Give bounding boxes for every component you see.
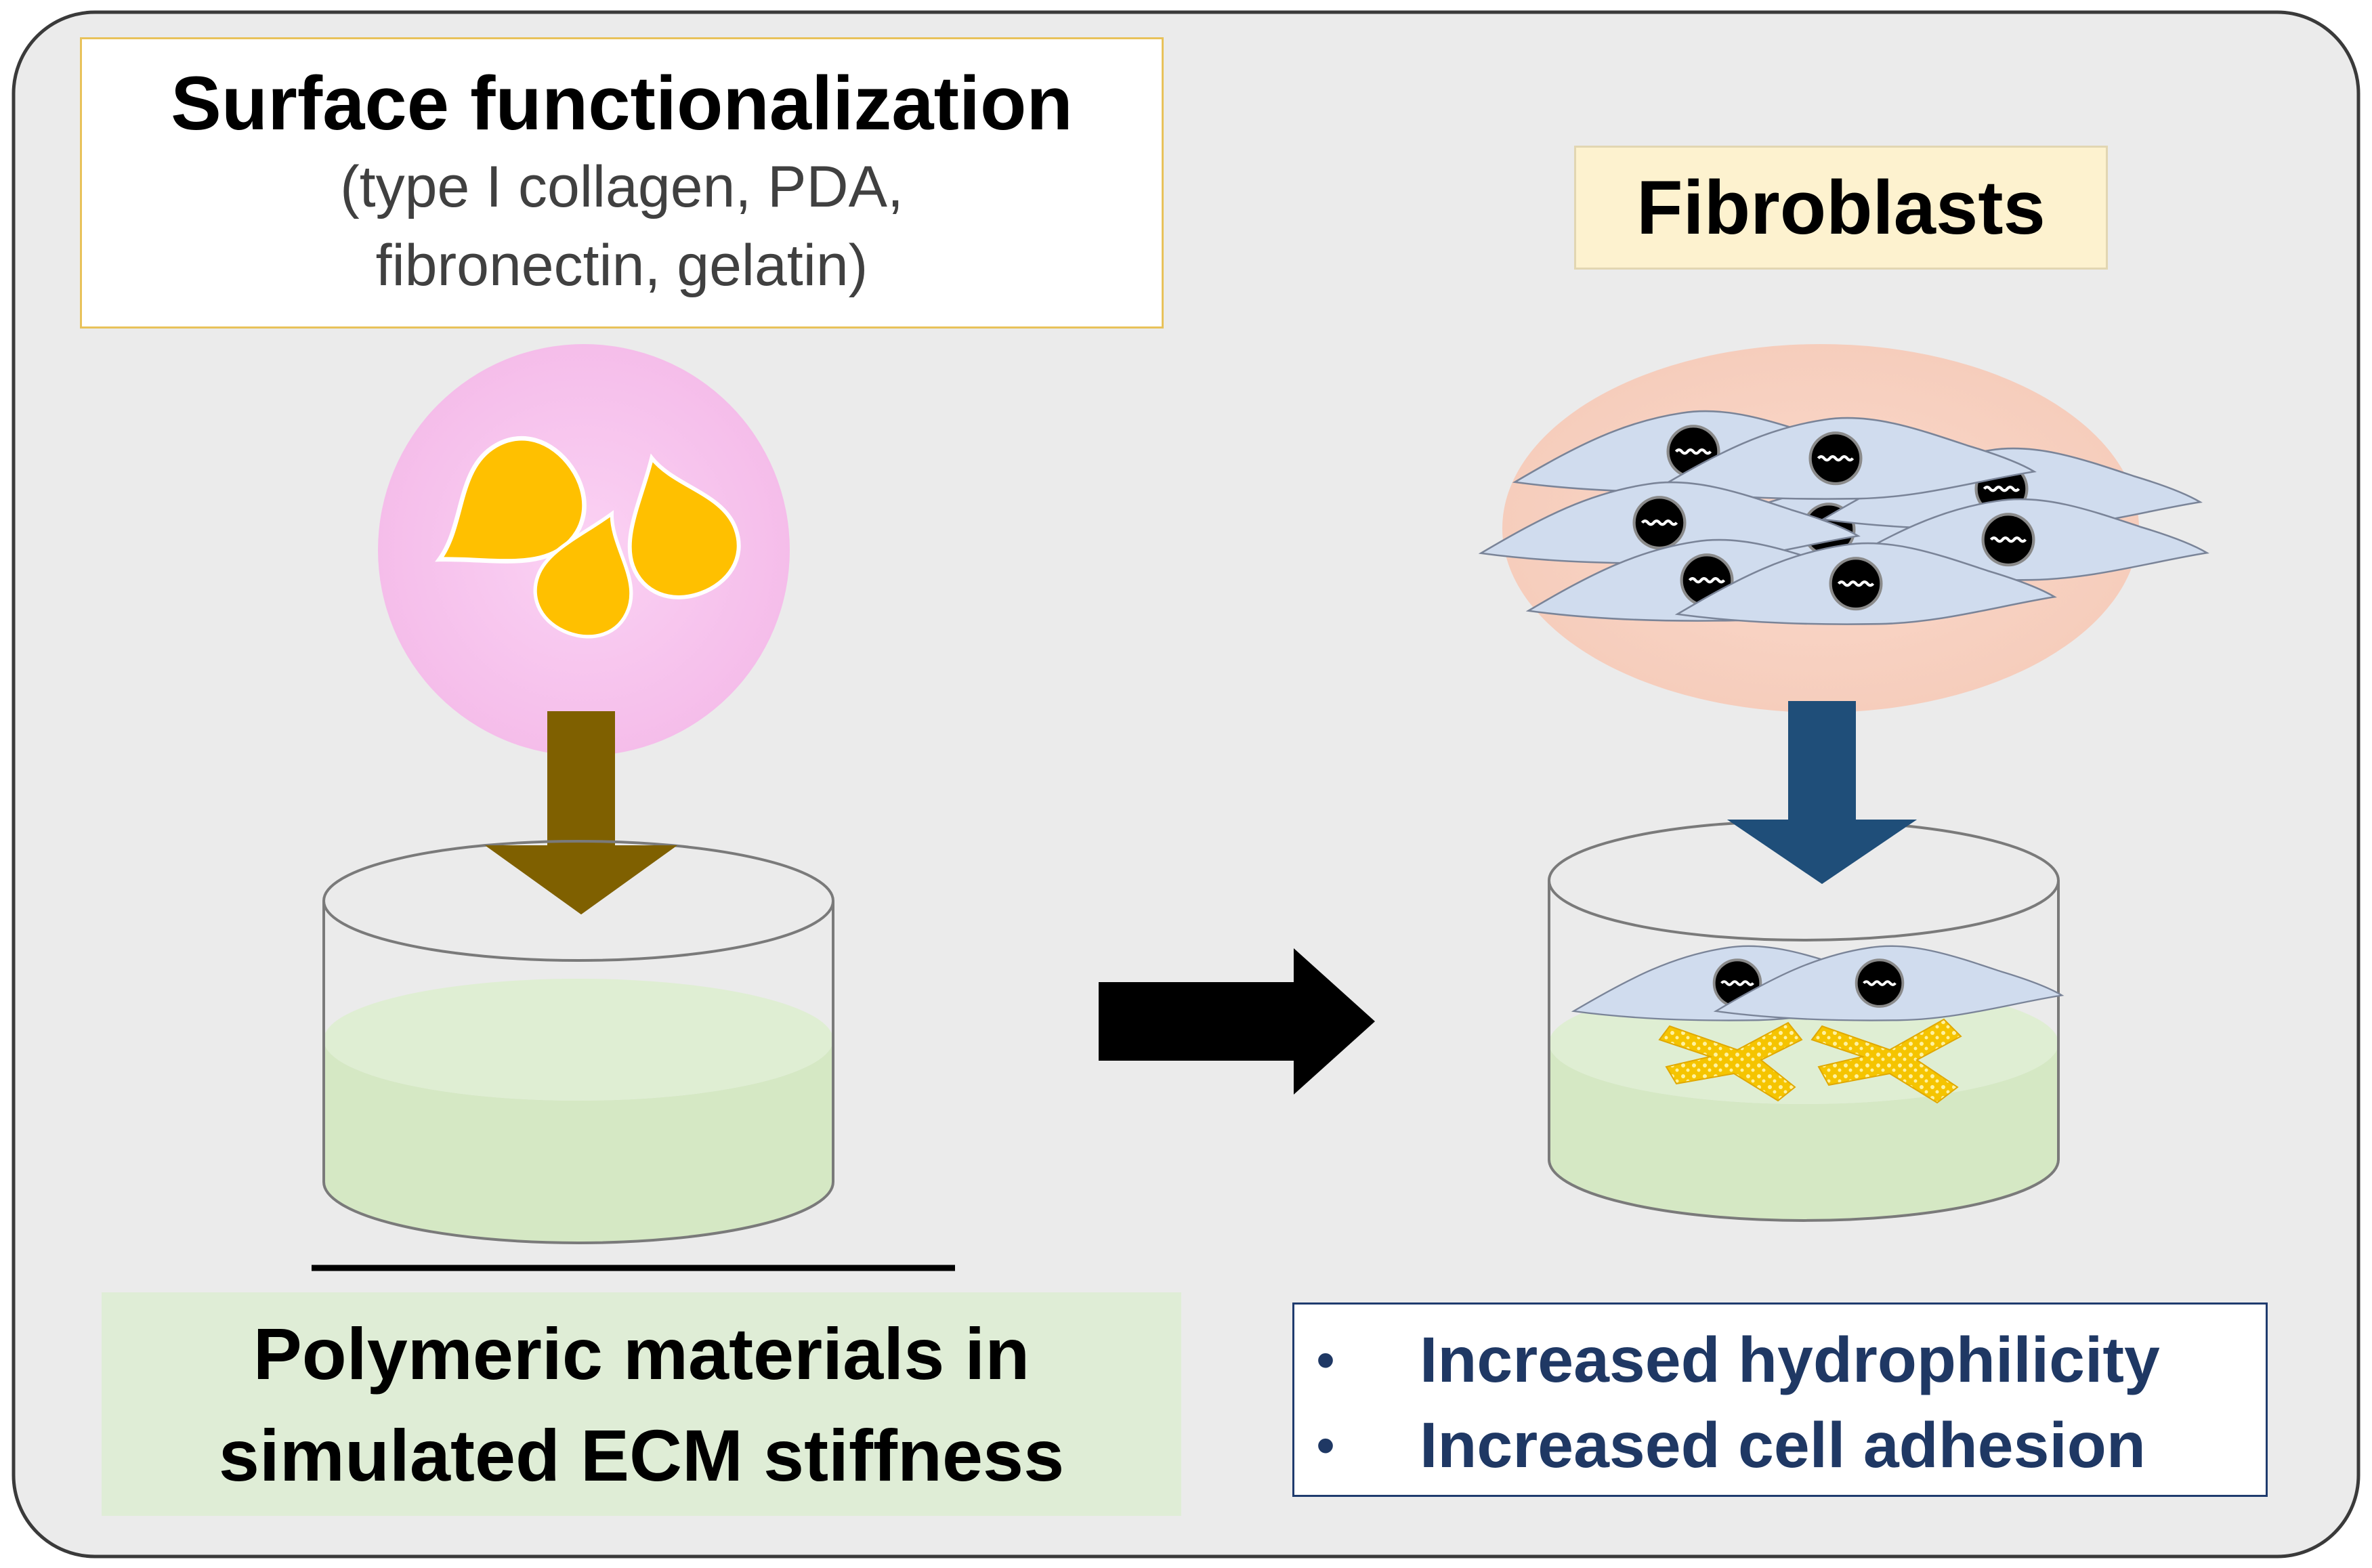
result-item: • Increased cell adhesion (1294, 1405, 2266, 1486)
fibroblasts-label: Fibroblasts (1636, 165, 2046, 250)
results-box: • Increased hydrophilicity • Increased c… (1292, 1302, 2268, 1497)
polymeric-materials-line2: simulated ECM stiffness (218, 1414, 1065, 1496)
functionalization-subtitle-line1: (type I collagen, PDA, (340, 154, 904, 219)
fibroblasts-label-box: Fibroblasts (1574, 146, 2108, 270)
arrow-right-icon (1099, 948, 1375, 1095)
result-text-cell-adhesion: Increased cell adhesion (1420, 1410, 2146, 1481)
bullet-icon: • (1316, 1415, 1336, 1475)
arrow-down-tip (485, 845, 677, 914)
result-item: • Increased hydrophilicity (1294, 1319, 2266, 1401)
surface-functionalization-box: Surface functionalization (type I collag… (80, 37, 1164, 329)
adhesion-protein-icon (1658, 1018, 1962, 1104)
polymeric-materials-line1: Polymeric materials in (253, 1313, 1030, 1395)
arrow-down-tip (1727, 820, 1917, 884)
functionalization-title: Surface functionalization (171, 61, 1073, 146)
bullet-icon: • (1316, 1330, 1336, 1390)
polymeric-materials-box: Polymeric materials in simulated ECM sti… (102, 1292, 1181, 1516)
functionalization-subtitle-line2: fibronectin, gelatin) (375, 233, 868, 298)
petri-dish-icon (322, 840, 834, 1244)
result-text-hydrophilicity: Increased hydrophilicity (1420, 1324, 2160, 1396)
